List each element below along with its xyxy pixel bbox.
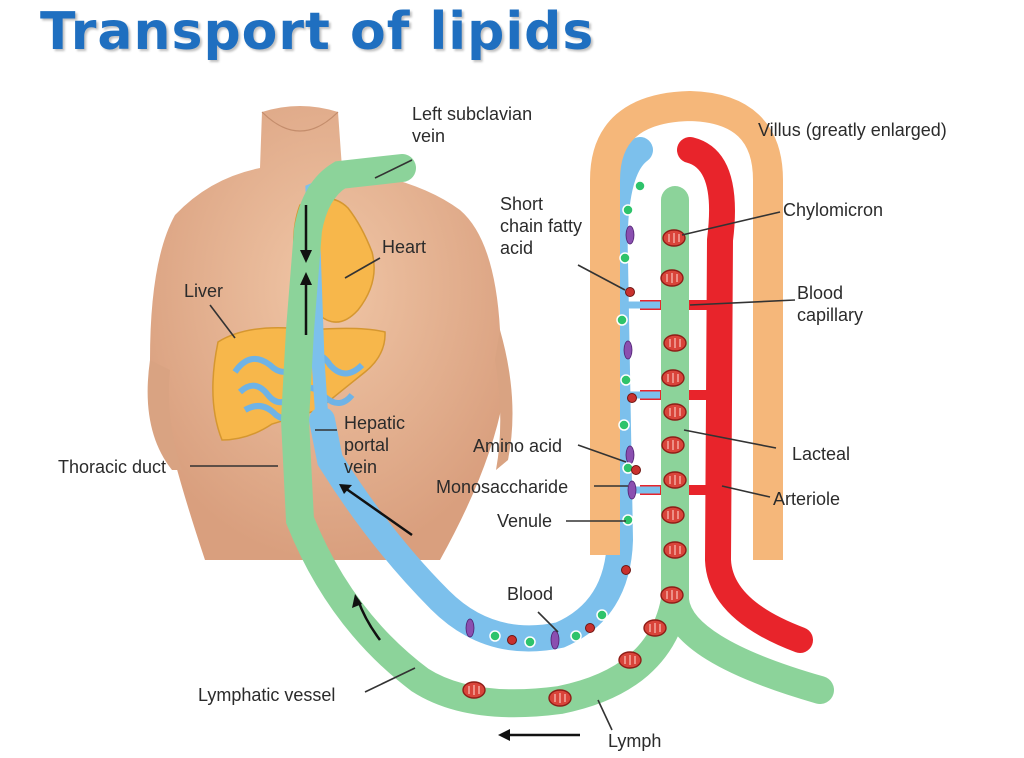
label-hepatic-portal-vein: Hepatic portal vein	[344, 413, 406, 477]
thoracic-duct	[289, 419, 303, 521]
arrow-portal	[344, 486, 413, 537]
label-leader-lines	[190, 159, 796, 731]
label-blood-capillary: Blood capillary	[797, 283, 864, 325]
label-blood: Blood	[507, 584, 554, 604]
label-amino-acid: Amino acid	[473, 436, 563, 456]
lacteal-lymph-vessel	[280, 154, 834, 718]
label-lacteal: Lacteal	[792, 444, 851, 464]
label-left-subclavian-vein: Left subclavian vein	[412, 104, 533, 146]
label-liver: Liver	[184, 281, 224, 301]
label-lymphatic-vessel: Lymphatic vessel	[198, 685, 336, 705]
label-short-chain-fatty-acid: Short chain fatty acid	[500, 194, 583, 258]
label-thoracic-duct: Thoracic duct	[58, 457, 167, 477]
arteriole	[677, 137, 813, 653]
label-venule: Venule	[497, 511, 553, 531]
villus-outline	[590, 90, 783, 560]
label-monosaccharide: Monosaccharide	[436, 477, 569, 497]
arrowheads	[300, 250, 510, 741]
label-villus: Villus (greatly enlarged)	[758, 120, 947, 140]
label-chylomicron: Chylomicron	[783, 200, 884, 220]
label-heart: Heart	[382, 237, 427, 257]
label-lymph: Lymph	[608, 731, 662, 751]
page-title: Transport of lipids	[40, 2, 595, 62]
label-arteriole: Arteriole	[773, 489, 841, 509]
